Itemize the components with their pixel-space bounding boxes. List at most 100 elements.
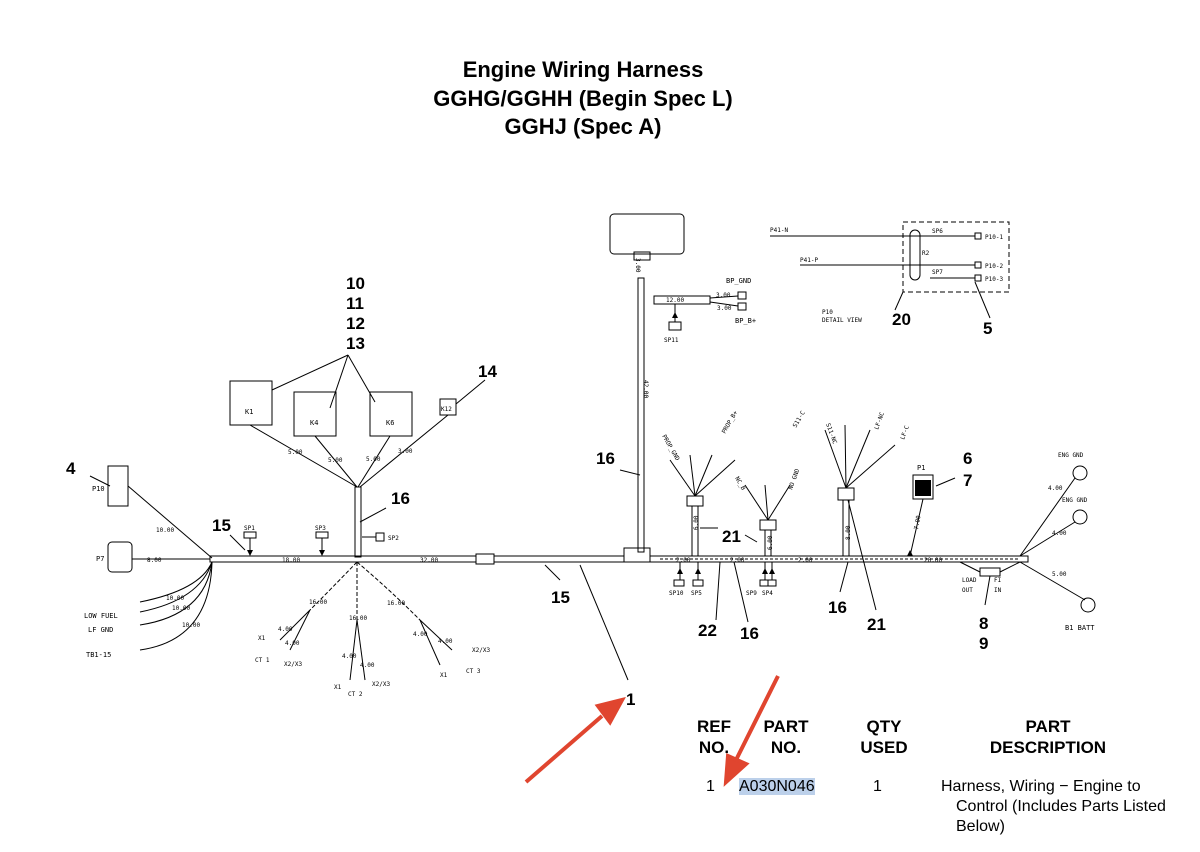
title-line-2: GGHG/GGHH (Begin Spec L) <box>433 86 733 111</box>
dim: 42.00 <box>642 380 649 398</box>
dim: 3.00 <box>398 448 413 455</box>
dim: 12.00 <box>666 297 684 304</box>
detail-label-2: DETAIL VIEW <box>822 317 862 324</box>
p7-label: P7 <box>96 555 104 563</box>
dim: 4.00 <box>438 638 453 645</box>
header-part-no: PART NO. <box>754 716 818 758</box>
relay-k12-label: K12 <box>441 406 452 413</box>
dim: 10.00 <box>166 595 184 602</box>
header-qty-line2: USED <box>860 738 908 757</box>
dim: 4.00 <box>1048 485 1063 492</box>
part-number-highlight[interactable]: A030N046 <box>739 778 815 795</box>
relay-k4-label: K4 <box>310 419 318 427</box>
callout-12: 12 <box>346 314 365 333</box>
header-part-line1: PART <box>763 717 809 736</box>
annotation-arrow-2 <box>734 675 780 761</box>
dim: 4.00 <box>360 662 375 669</box>
load-label: LOAD <box>962 577 977 584</box>
callout-16b: 16 <box>596 449 615 468</box>
top-connector <box>609 213 685 255</box>
callout-22: 22 <box>698 621 717 640</box>
header-ref-line2: NO. <box>698 738 730 757</box>
callout-8: 8 <box>979 614 988 633</box>
dim: 18.00 <box>282 557 300 564</box>
relay-k6-label: K6 <box>386 419 394 427</box>
dim: 3.00 <box>716 292 731 299</box>
sp11-box <box>668 321 682 331</box>
out-label: OUT <box>962 587 973 594</box>
callout-15a: 15 <box>212 516 231 535</box>
low-fuel-label: LOW FUEL <box>84 612 118 620</box>
callout-16a: 16 <box>391 489 410 508</box>
dim: 16.00 <box>387 600 405 607</box>
p10-3-label: P10-3 <box>985 276 1003 283</box>
callout-1: 1 <box>626 690 635 709</box>
junction-block <box>623 547 651 563</box>
no-gnd-label: NO GND <box>787 468 801 491</box>
dim: 8.00 <box>147 557 162 564</box>
sp2-label: SP2 <box>388 535 399 542</box>
sp7-label: SP7 <box>932 269 943 276</box>
header-ref-line1: REF <box>697 717 731 736</box>
p10-2-label: P10-2 <box>985 263 1003 270</box>
prop-gnd-label: PROP_GND <box>660 434 681 463</box>
sp9-label: SP9 <box>746 590 757 597</box>
b1-batt-label: B1 BATT <box>1065 624 1095 632</box>
dim: 7.00 <box>913 515 922 531</box>
dim: 5.00 <box>1052 571 1067 578</box>
row-part-no[interactable]: A030N046 <box>739 777 815 797</box>
callout-16d: 16 <box>828 598 847 617</box>
ct2-label: CT 2 <box>348 691 363 698</box>
connector-p10 <box>107 465 129 507</box>
dim: 4.00 <box>413 631 428 638</box>
dim: 8.00 <box>845 525 852 540</box>
detail-label-1: P10 <box>822 309 833 316</box>
p10-1-label: P10-1 <box>985 234 1003 241</box>
callout-21b: 21 <box>867 615 886 634</box>
dim: 10.00 <box>156 527 174 534</box>
eng-gnd-1-label: ENG GND <box>1058 452 1084 459</box>
connector-p7 <box>107 541 133 573</box>
callout-9: 9 <box>979 634 988 653</box>
sp3-label: SP3 <box>315 525 326 532</box>
callout-14: 14 <box>478 362 497 381</box>
dim: 4.00 <box>285 640 300 647</box>
header-qty: QTY USED <box>852 716 916 758</box>
header-part-line2: NO. <box>770 738 802 757</box>
callout-6: 6 <box>963 449 972 468</box>
relay-k1-label: K1 <box>245 408 253 416</box>
dim: 16.00 <box>309 599 327 606</box>
sp5-label: SP5 <box>691 590 702 597</box>
callout-15b: 15 <box>551 588 570 607</box>
desc-line-2: Control (Includes Parts Listed <box>956 798 1166 815</box>
header-desc-line1: PART <box>1025 717 1071 736</box>
bp-b-label: BP_B+ <box>735 317 756 325</box>
callout-21a: 21 <box>722 527 741 546</box>
dim: 20.00 <box>924 557 942 564</box>
p1-label: P1 <box>917 464 925 472</box>
dim: 2.00 <box>676 557 691 564</box>
dim: 3.00 <box>717 305 732 312</box>
callout-11: 11 <box>346 294 364 313</box>
lf-gnd-label: LF GND <box>88 626 113 634</box>
desc-line-3: Below) <box>956 818 1005 835</box>
lfc-label: LF-C <box>899 424 911 440</box>
callout-16c: 16 <box>740 624 759 643</box>
x2x3-label-b: X2/X3 <box>372 681 390 688</box>
dim: 2.00 <box>730 557 745 564</box>
in-label: IN <box>994 587 1002 594</box>
trunk-splice <box>475 553 495 565</box>
callout-4: 4 <box>66 459 76 478</box>
dim: 10.00 <box>182 622 200 629</box>
sp6-label: SP6 <box>932 228 943 235</box>
prop-b-label: PROP_B+ <box>721 409 740 435</box>
relay-k1 <box>229 380 273 426</box>
ct3-label: CT 3 <box>466 668 481 675</box>
callout-7: 7 <box>963 471 972 490</box>
callout-5: 5 <box>983 319 992 338</box>
x1-label-a: X1 <box>258 635 266 642</box>
header-description: PART DESCRIPTION <box>968 716 1128 758</box>
ct1-label: CT 1 <box>255 657 270 664</box>
annotation-arrow-1 <box>524 714 604 784</box>
